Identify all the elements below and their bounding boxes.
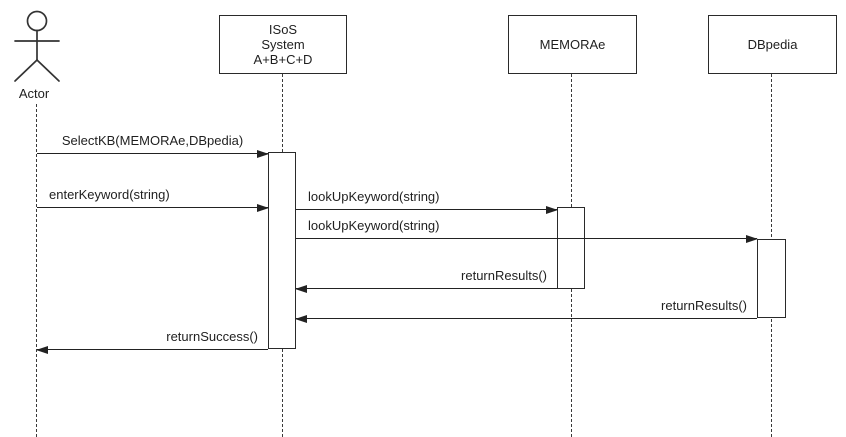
message-selectkb-label: SelectKB(MEMORAe,DBpedia) <box>61 133 244 148</box>
message-lookupkeyword-memorae-label: lookUpKeyword(string) <box>308 189 440 204</box>
activation-bar-isos <box>268 152 296 349</box>
actor-stick-figure-icon <box>14 10 60 82</box>
message-returnresults-memorae: returnResults() <box>295 268 557 293</box>
message-lookupkeyword-memorae: lookUpKeyword(string) <box>296 189 558 214</box>
arrowhead-right-icon <box>546 206 558 214</box>
message-returnresults-dbpedia-label: returnResults() <box>661 298 747 313</box>
message-returnsuccess-line <box>36 346 268 354</box>
message-returnresults-dbpedia: returnResults() <box>295 298 757 323</box>
message-returnresults-memorae-line <box>295 285 557 293</box>
message-selectkb: SelectKB(MEMORAe,DBpedia) <box>37 133 269 158</box>
message-returnresults-memorae-label: returnResults() <box>461 268 547 283</box>
arrowhead-left-icon <box>295 285 307 293</box>
lifeline-header-memorae-label: MEMORAe <box>539 37 606 52</box>
message-enterkeyword-label: enterKeyword(string) <box>49 187 170 202</box>
message-lookupkeyword-dbpedia-line <box>296 235 758 243</box>
message-returnresults-dbpedia-line <box>295 315 757 323</box>
message-lookupkeyword-dbpedia-label: lookUpKeyword(string) <box>308 218 440 233</box>
message-lookupkeyword-memorae-line <box>296 206 558 214</box>
message-returnsuccess: returnSuccess() <box>36 329 268 354</box>
arrowhead-left-icon <box>295 315 307 323</box>
message-enterkeyword: enterKeyword(string) <box>37 187 269 212</box>
actor-label: Actor <box>18 86 50 101</box>
lifeline-header-isos-system: ISoS System A+B+C+D <box>219 15 347 74</box>
message-selectkb-line <box>37 150 269 158</box>
arrowhead-left-icon <box>36 346 48 354</box>
message-enterkeyword-line <box>37 204 269 212</box>
lifeline-header-dbpedia: DBpedia <box>708 15 837 74</box>
arrowhead-right-icon <box>257 150 269 158</box>
arrowhead-right-icon <box>257 204 269 212</box>
message-lookupkeyword-dbpedia: lookUpKeyword(string) <box>296 218 758 243</box>
activation-bar-memorae <box>557 207 585 289</box>
message-returnsuccess-label: returnSuccess() <box>166 329 258 344</box>
lifeline-actor <box>36 104 37 437</box>
lifeline-header-dbpedia-label: DBpedia <box>747 37 798 52</box>
activation-bar-dbpedia <box>757 239 786 318</box>
arrowhead-right-icon <box>746 235 758 243</box>
lifeline-header-isos-label: ISoS System A+B+C+D <box>253 22 313 67</box>
lifeline-header-memorae: MEMORAe <box>508 15 637 74</box>
